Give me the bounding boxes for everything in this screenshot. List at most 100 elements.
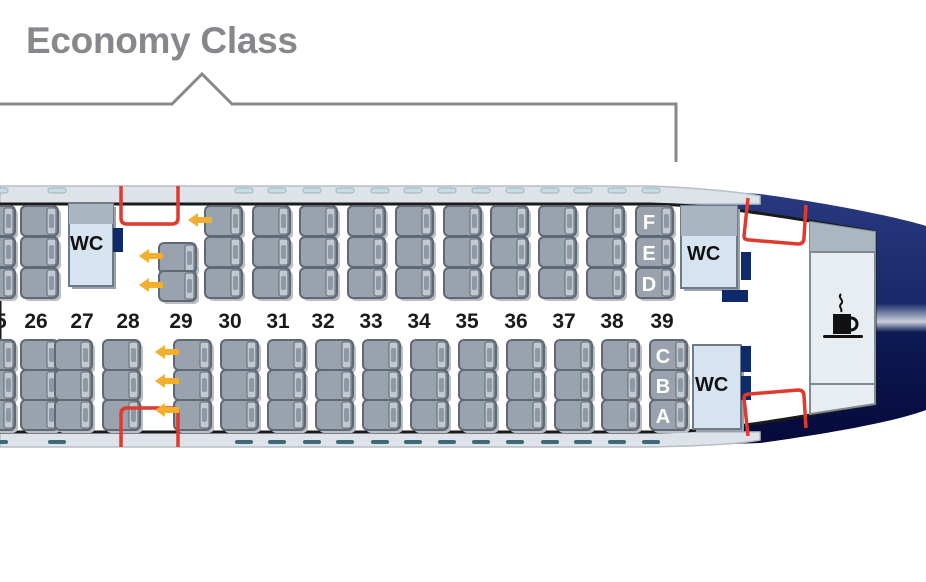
seat-29E[interactable] xyxy=(158,242,199,276)
seat-34F[interactable] xyxy=(395,205,436,239)
seat-37A[interactable] xyxy=(554,399,595,433)
seat-35C[interactable] xyxy=(458,339,499,373)
seat-33A[interactable] xyxy=(362,399,403,433)
seat-31A[interactable] xyxy=(267,399,308,433)
seat-26D[interactable] xyxy=(20,267,61,301)
seat-26E[interactable] xyxy=(20,236,61,270)
seat-25A[interactable] xyxy=(0,399,18,433)
seat-32A[interactable] xyxy=(315,399,356,433)
seat-37D[interactable] xyxy=(538,267,579,301)
seat-35A[interactable] xyxy=(458,399,499,433)
seat-37C[interactable] xyxy=(554,339,595,373)
seat-letter: A xyxy=(656,406,670,428)
galley xyxy=(809,220,876,416)
seat-39F[interactable]: F xyxy=(635,205,676,239)
row-number: 26 xyxy=(24,310,47,333)
window xyxy=(335,187,355,194)
seat-39D[interactable]: D xyxy=(635,267,676,301)
window xyxy=(336,440,354,444)
seat-34D[interactable] xyxy=(395,267,436,301)
seat-36C[interactable] xyxy=(506,339,547,373)
seat-37B[interactable] xyxy=(554,369,595,403)
seat-32E[interactable] xyxy=(299,236,340,270)
seat-27A[interactable] xyxy=(54,399,95,433)
window xyxy=(0,187,9,194)
seat-30E[interactable] xyxy=(204,236,245,270)
seat-25B[interactable] xyxy=(0,369,18,403)
seat-25E[interactable] xyxy=(0,236,18,270)
seat-31F[interactable] xyxy=(252,205,293,239)
exit-door-aft-top xyxy=(742,197,808,246)
seat-36B[interactable] xyxy=(506,369,547,403)
seat-37E[interactable] xyxy=(538,236,579,270)
seat-36E[interactable] xyxy=(490,236,531,270)
row-number: 36 xyxy=(504,310,527,333)
seat-26F[interactable] xyxy=(20,205,61,239)
seat-29A[interactable] xyxy=(173,399,214,433)
seat-32C[interactable] xyxy=(315,339,356,373)
seat-30D[interactable] xyxy=(204,267,245,301)
seat-25F[interactable] xyxy=(0,205,18,239)
seat-33C[interactable] xyxy=(362,339,403,373)
seat-38F[interactable] xyxy=(586,205,627,239)
window xyxy=(608,440,626,444)
seat-31E[interactable] xyxy=(252,236,293,270)
seat-35F[interactable] xyxy=(443,205,484,239)
exit-arrow-icon xyxy=(155,345,179,359)
exit-arrow-icon xyxy=(139,249,163,263)
seat-38D[interactable] xyxy=(586,267,627,301)
seat-32B[interactable] xyxy=(315,369,356,403)
seat-35D[interactable] xyxy=(443,267,484,301)
seat-38E[interactable] xyxy=(586,236,627,270)
seat-33B[interactable] xyxy=(362,369,403,403)
seat-26A[interactable] xyxy=(20,399,61,433)
seat-26B[interactable] xyxy=(20,369,61,403)
seat-32D[interactable] xyxy=(299,267,340,301)
seat-36F[interactable] xyxy=(490,205,531,239)
seat-39C[interactable]: C xyxy=(649,339,690,373)
seat-34B[interactable] xyxy=(410,369,451,403)
seat-29B[interactable] xyxy=(173,369,214,403)
window xyxy=(268,440,286,444)
seat-36A[interactable] xyxy=(506,399,547,433)
row-number: 33 xyxy=(359,310,382,333)
seat-39B[interactable]: B xyxy=(649,369,690,403)
seat-35E[interactable] xyxy=(443,236,484,270)
seat-25C[interactable] xyxy=(0,339,18,373)
seat-31D[interactable] xyxy=(252,267,293,301)
seat-25D[interactable] xyxy=(0,267,18,301)
seat-28A[interactable] xyxy=(102,399,143,433)
seat-35B[interactable] xyxy=(458,369,499,403)
seat-27B[interactable] xyxy=(54,369,95,403)
seat-34C[interactable] xyxy=(410,339,451,373)
seat-31C[interactable] xyxy=(267,339,308,373)
seat-38C[interactable] xyxy=(601,339,642,373)
seat-29C[interactable] xyxy=(173,339,214,373)
seat-33F[interactable] xyxy=(347,205,388,239)
seat-39A[interactable]: A xyxy=(649,399,690,433)
seat-28C[interactable] xyxy=(102,339,143,373)
seat-30B[interactable] xyxy=(220,369,261,403)
row-number: 25 xyxy=(0,310,7,333)
seat-38A[interactable] xyxy=(601,399,642,433)
seat-39E[interactable]: E xyxy=(635,236,676,270)
row-number: 34 xyxy=(407,310,431,333)
window xyxy=(47,187,67,194)
row-number: 29 xyxy=(169,310,192,333)
seat-27C[interactable] xyxy=(54,339,95,373)
seat-31B[interactable] xyxy=(267,369,308,403)
seat-34E[interactable] xyxy=(395,236,436,270)
seat-30A[interactable] xyxy=(220,399,261,433)
seat-29D[interactable] xyxy=(158,270,199,304)
seat-33D[interactable] xyxy=(347,267,388,301)
seat-30C[interactable] xyxy=(220,339,261,373)
seat-38B[interactable] xyxy=(601,369,642,403)
window xyxy=(370,187,390,194)
window xyxy=(303,440,321,444)
seat-37F[interactable] xyxy=(538,205,579,239)
seat-28B[interactable] xyxy=(102,369,143,403)
seat-33E[interactable] xyxy=(347,236,388,270)
seat-36D[interactable] xyxy=(490,267,531,301)
seat-34A[interactable] xyxy=(410,399,451,433)
seat-32F[interactable] xyxy=(299,205,340,239)
